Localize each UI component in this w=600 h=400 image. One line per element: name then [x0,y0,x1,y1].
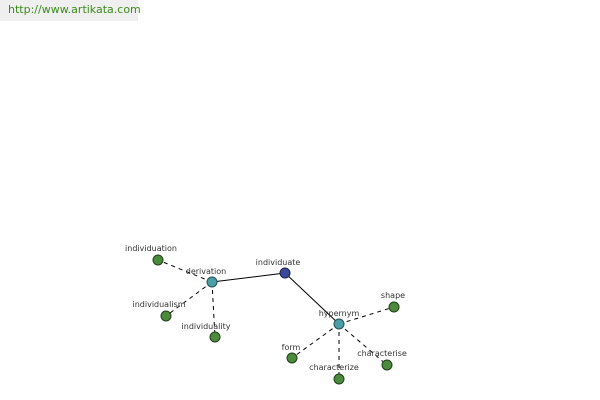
url-bar: http://www.artikata.com [0,0,141,21]
node-individualism[interactable] [160,310,172,322]
site-link[interactable]: http://www.artikata.com [8,3,141,16]
edge-hypernym-shape [338,306,395,325]
node-individuality[interactable] [209,331,221,343]
edge-hypernym-form [291,323,340,359]
edge-derivation-individuality [211,281,216,338]
node-hypernym[interactable] [333,318,345,330]
edge-individuate-hypernym [284,272,340,325]
node-derivation[interactable] [206,276,218,288]
label-shape[interactable]: shape [381,291,405,300]
label-individuate[interactable]: individuate [256,258,301,267]
label-individuality[interactable]: individuality [182,322,231,331]
label-individualism[interactable]: individualism [132,300,185,309]
node-form[interactable] [286,352,298,364]
node-individuate[interactable] [279,267,291,279]
edge-derivation-individuation [157,259,213,283]
label-form[interactable]: form [282,343,301,352]
node-individuation[interactable] [152,254,164,266]
node-characterize[interactable] [333,373,345,385]
edge-hypernym-characterise [338,323,388,366]
label-characterise[interactable]: characterise [357,349,407,358]
label-hypernym: hypernym [319,309,360,318]
node-characterise[interactable] [381,359,393,371]
label-derivation: derivation [186,267,226,276]
node-shape[interactable] [388,301,400,313]
label-individuation[interactable]: individuation [125,244,177,253]
edge-individuate-derivation [211,272,286,283]
edge-derivation-individualism [165,281,213,317]
label-characterize[interactable]: characterize [309,363,359,372]
